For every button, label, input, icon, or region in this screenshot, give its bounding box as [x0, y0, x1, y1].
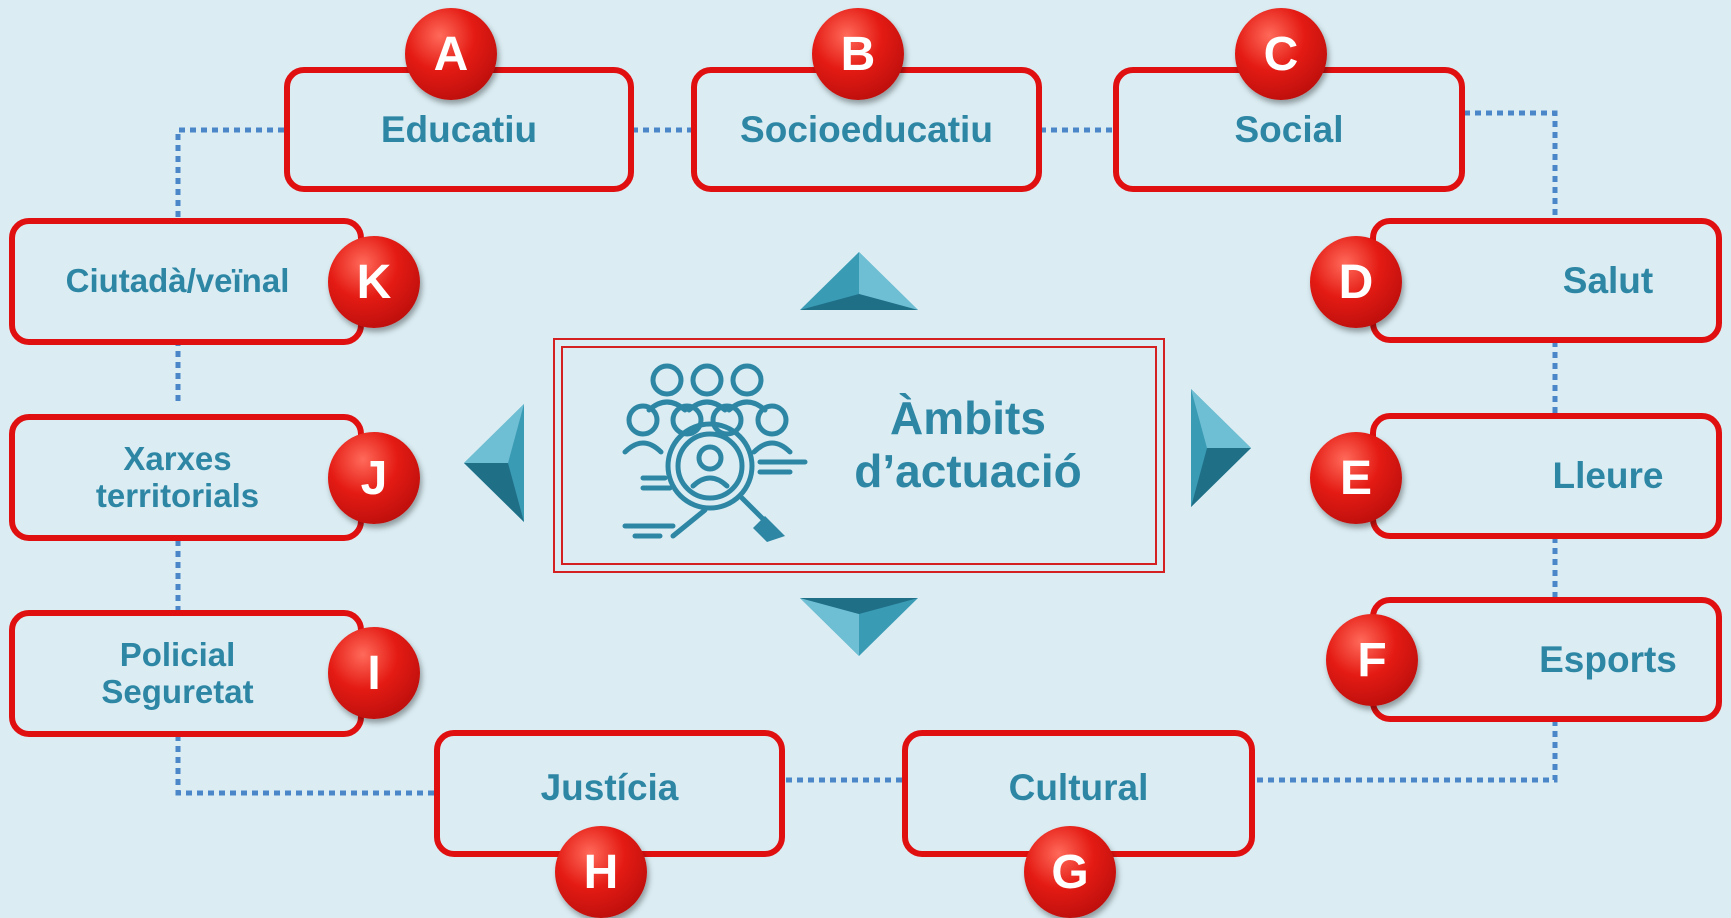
area-label: Lleure [1552, 455, 1664, 497]
badge-f: F [1326, 614, 1418, 706]
badge-a: A [405, 8, 497, 100]
area-label: Justícia [540, 766, 679, 808]
center-title: Àmbits d’actuació [818, 392, 1118, 498]
area-box-salut: Salut [1370, 218, 1722, 343]
area-label: Socioeducatiu [740, 108, 993, 150]
center-title-line2: d’actuació [854, 444, 1082, 497]
area-label-line1: Xarxes [123, 439, 232, 477]
arrow-left-icon [464, 404, 524, 522]
badge-b: B [812, 8, 904, 100]
area-label: Cultural [1008, 766, 1149, 808]
badge-e: E [1310, 432, 1402, 524]
area-label: Social [1234, 108, 1344, 150]
center-box-inner-border [561, 346, 1157, 565]
badge-c: C [1235, 8, 1327, 100]
badge-d: D [1310, 236, 1402, 328]
badge-h: H [555, 826, 647, 918]
area-label: Esports [1539, 638, 1677, 680]
area-box-esports: Esports [1370, 597, 1722, 722]
area-label: Salut [1562, 259, 1654, 301]
area-label-line2: Seguretat [101, 672, 254, 710]
arrow-up-icon [800, 252, 918, 310]
center-title-line1: Àmbits [890, 392, 1046, 444]
badge-g: G [1024, 826, 1116, 918]
badge-j: J [328, 432, 420, 524]
area-label: Ciutadà/veïnal [65, 262, 290, 300]
area-box-policial-seguretat: Policial Seguretat [9, 610, 364, 737]
area-box-educatiu: Educatiu [284, 67, 634, 192]
people-search-icon [622, 363, 808, 542]
badge-i: I [328, 627, 420, 719]
area-label-line2: territorials [95, 476, 260, 514]
badge-k: K [328, 236, 420, 328]
area-box-lleure: Lleure [1370, 413, 1722, 539]
area-box-xarxes-territorials: Xarxes territorials [9, 414, 364, 541]
arrow-right-icon [1191, 389, 1251, 507]
area-box-ciutada-veinal: Ciutadà/veïnal [9, 218, 364, 345]
arrow-down-icon [800, 598, 918, 656]
area-label: Educatiu [380, 108, 538, 150]
area-label-line1: Policial [119, 635, 236, 673]
